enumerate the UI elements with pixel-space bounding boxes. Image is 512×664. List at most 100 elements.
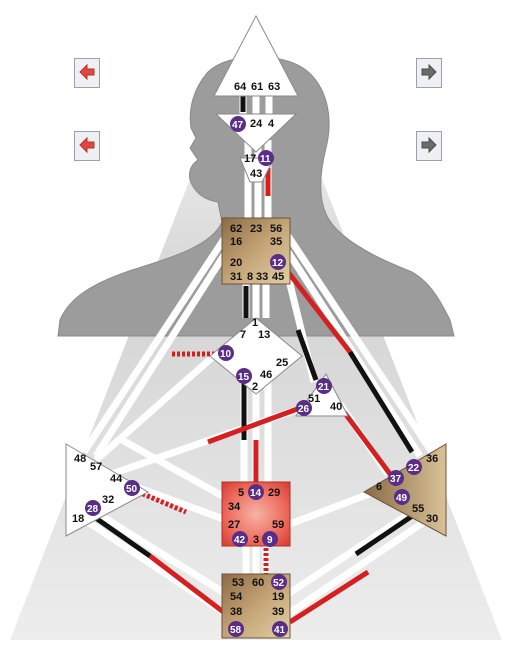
gate-43: 43 <box>250 168 262 180</box>
gate-48: 48 <box>74 453 86 465</box>
badge-37 <box>388 470 404 486</box>
gate-30: 30 <box>426 513 438 525</box>
gate-36: 36 <box>426 453 438 465</box>
activation-12 <box>286 270 352 354</box>
gate-12: 12 <box>272 258 284 269</box>
activation-41 <box>288 569 370 625</box>
badge-49 <box>394 489 410 505</box>
right-arrow-gray-icon <box>421 136 437 154</box>
prev-design-button[interactable] <box>74 58 100 88</box>
gate-labels: 64 61 63 47 24 4 17 11 43 62 23 56 16 35… <box>72 81 438 637</box>
gate-25: 25 <box>276 357 288 369</box>
gate-13: 13 <box>258 329 270 341</box>
gate-33: 33 <box>256 271 268 283</box>
gate-27: 27 <box>228 519 240 531</box>
gate-17: 17 <box>244 153 256 165</box>
next-personality-button-2[interactable] <box>416 131 442 161</box>
gate-26: 26 <box>298 404 310 415</box>
badge-26 <box>296 400 312 416</box>
activation-40 <box>341 410 393 476</box>
gate-57: 57 <box>90 461 102 473</box>
gate-59: 59 <box>272 519 284 531</box>
gate-31: 31 <box>230 271 242 283</box>
gate-3: 3 <box>253 534 259 546</box>
gate-62: 62 <box>230 223 242 235</box>
gate-20: 20 <box>230 257 242 269</box>
badge-58 <box>228 621 244 637</box>
badge-41 <box>272 621 288 637</box>
gate-5: 5 <box>238 487 244 499</box>
badge-47 <box>230 116 246 132</box>
activations <box>88 96 426 625</box>
spleen-center[interactable] <box>65 443 150 537</box>
gate-54: 54 <box>230 591 243 603</box>
badge-14 <box>248 484 264 500</box>
g-center[interactable] <box>209 317 303 395</box>
badge-52 <box>271 574 287 590</box>
gate-64: 64 <box>234 81 247 93</box>
gate-32: 32 <box>102 494 114 506</box>
gate-61: 61 <box>251 81 263 93</box>
gate-37: 37 <box>390 474 402 485</box>
head-center[interactable] <box>213 14 299 97</box>
channel-g-spleen <box>93 351 219 463</box>
gate-8: 8 <box>247 271 253 283</box>
gate-10: 10 <box>220 349 232 360</box>
activation-26 <box>207 405 301 445</box>
gate-4: 4 <box>268 118 275 130</box>
channel-spleen-root-2 <box>90 507 228 597</box>
activation-45 <box>295 329 319 381</box>
gate-52: 52 <box>273 578 285 589</box>
gate-14: 14 <box>250 488 262 499</box>
activation-28-a <box>88 511 152 559</box>
gate-47: 47 <box>232 120 244 131</box>
gate-9: 9 <box>267 535 273 546</box>
badge-50 <box>124 480 140 496</box>
right-arrow-gray-icon <box>421 63 437 81</box>
badge-15 <box>236 368 252 384</box>
gate-60: 60 <box>252 577 264 589</box>
gate-44: 44 <box>110 473 123 485</box>
left-arrow-red-icon <box>79 63 95 81</box>
gate-2: 2 <box>252 381 258 393</box>
gate-7: 7 <box>240 329 246 341</box>
gate-45: 45 <box>272 271 284 283</box>
gate-6: 6 <box>376 481 382 493</box>
badge-12 <box>270 254 286 270</box>
gate-41: 41 <box>274 625 286 636</box>
gate-29: 29 <box>268 487 280 499</box>
gate-23: 23 <box>250 223 262 235</box>
gate-46: 46 <box>260 369 272 381</box>
next-personality-button[interactable] <box>416 58 442 88</box>
gate-40: 40 <box>330 401 342 413</box>
gate-38: 38 <box>230 606 242 618</box>
badge-9 <box>262 531 278 547</box>
badge-10 <box>218 345 234 361</box>
throat-center[interactable] <box>221 217 291 285</box>
left-arrow-red-icon <box>79 136 95 154</box>
channel-throat-spleen-2 <box>93 250 229 458</box>
badge-21 <box>316 378 332 394</box>
prev-design-button-2[interactable] <box>74 131 100 161</box>
channel-solar-root-1 <box>286 515 432 617</box>
gate-49: 49 <box>396 493 408 504</box>
badge-11 <box>258 150 274 166</box>
gate-18: 18 <box>72 513 84 525</box>
badge-42 <box>232 531 248 547</box>
gate-39: 39 <box>272 606 284 618</box>
badge-22 <box>406 459 422 475</box>
gate-15: 15 <box>238 372 250 383</box>
activation-28-b <box>148 554 228 616</box>
channel-throat-spleen-1 <box>81 234 229 454</box>
gate-11: 11 <box>260 154 271 165</box>
gate-22: 22 <box>408 463 420 474</box>
gate-42: 42 <box>234 535 246 546</box>
gate-63: 63 <box>268 81 280 93</box>
channel-solar-root-2 <box>286 505 420 597</box>
gate-56: 56 <box>270 223 282 235</box>
gate-51: 51 <box>308 393 320 405</box>
gate-55: 55 <box>412 503 424 515</box>
gate-50: 50 <box>126 484 138 495</box>
